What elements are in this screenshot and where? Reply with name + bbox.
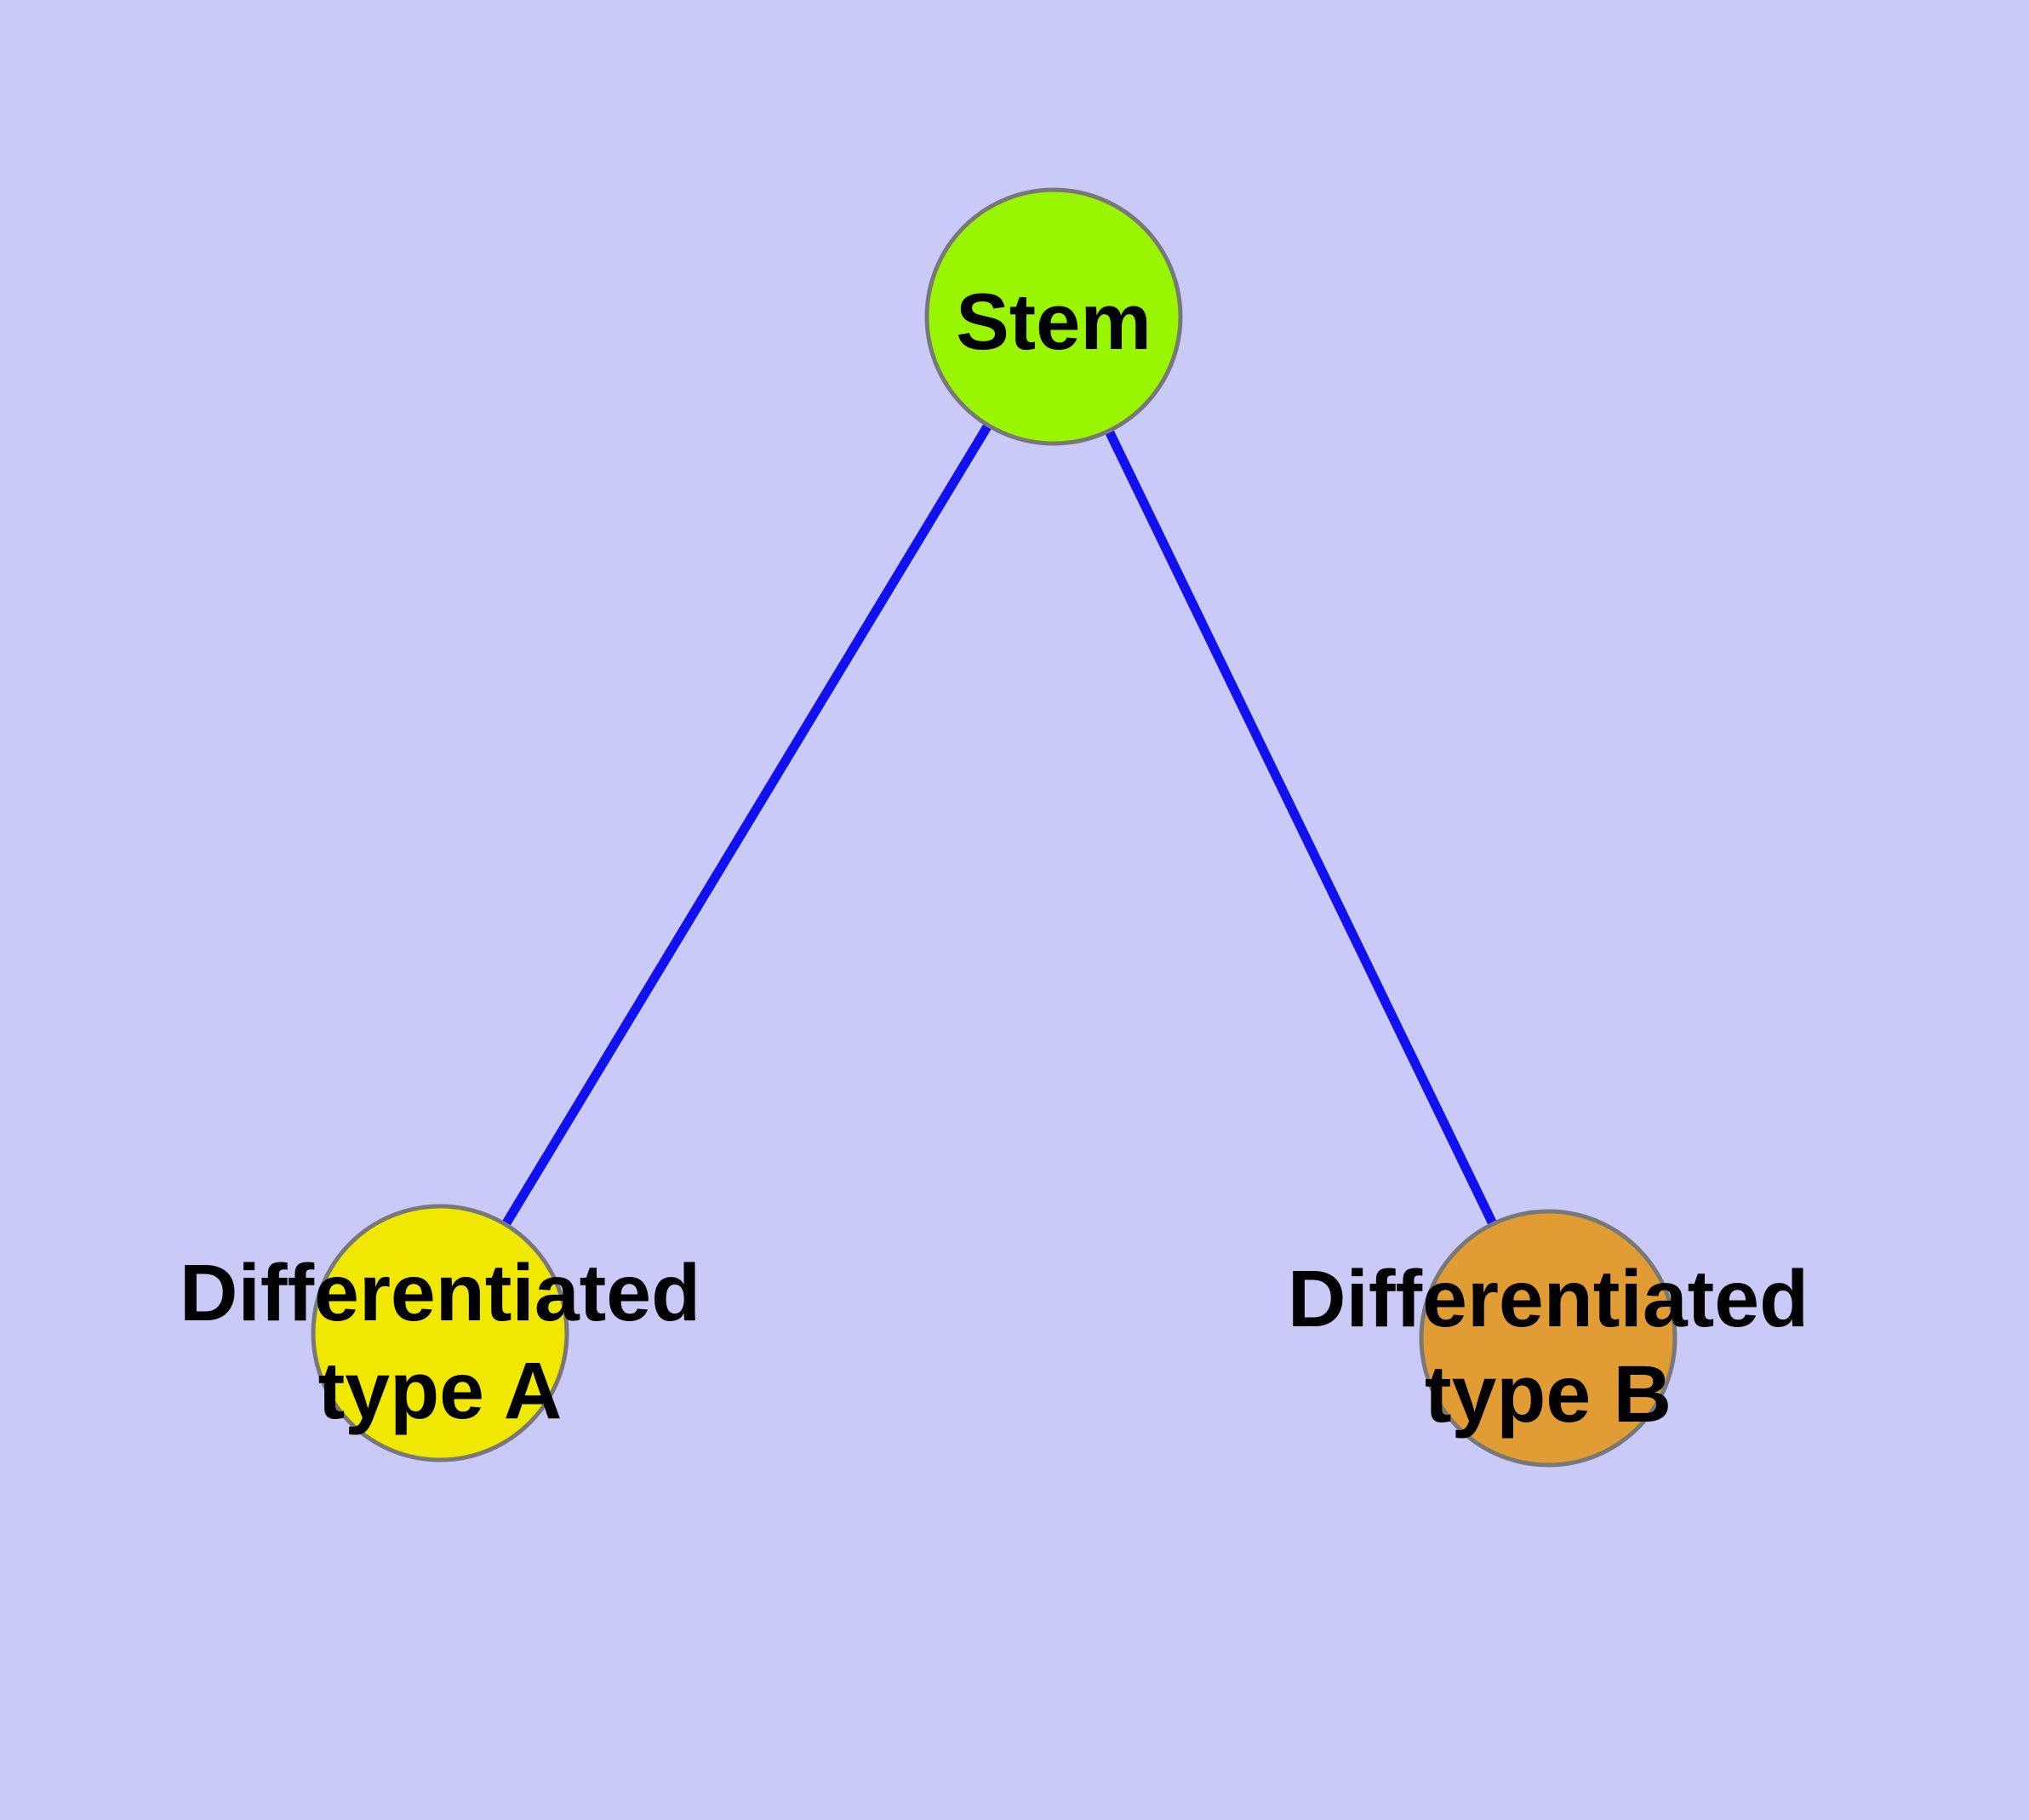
node-type-a-label-line2: type A: [318, 1346, 563, 1436]
node-type-b-label-line1: Differentiated: [1288, 1254, 1809, 1344]
node-differentiated-type-a: [311, 1204, 569, 1462]
edge-stem-to-type-b: [1049, 314, 1552, 1341]
node-type-a-label-line1: Differentiated: [180, 1248, 700, 1338]
node-stem-label: Stem: [956, 277, 1152, 366]
node-type-b-label-line2: type B: [1425, 1349, 1672, 1439]
node-stem: [924, 187, 1183, 446]
edge-stem-to-type-a: [436, 314, 1058, 1336]
node-differentiated-type-b: [1419, 1209, 1677, 1468]
